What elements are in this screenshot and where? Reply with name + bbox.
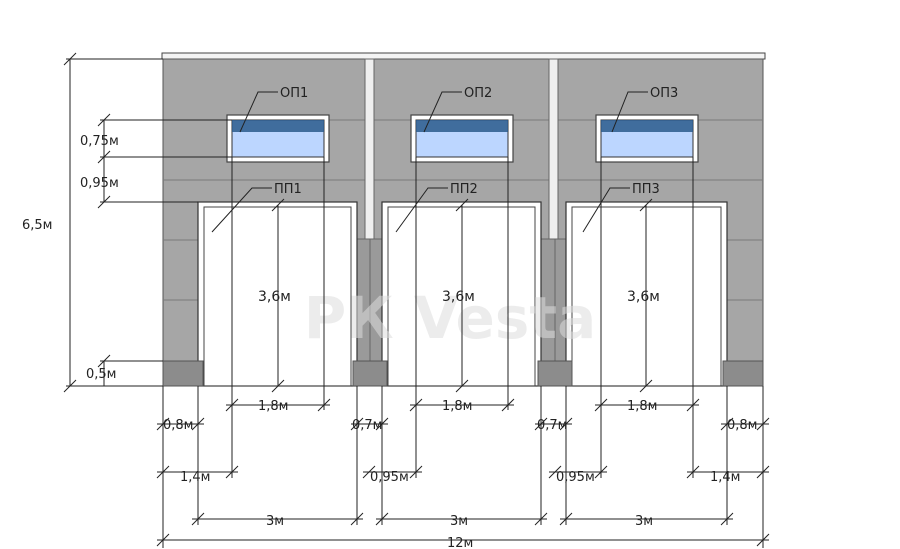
dim-side-right: 0,8м — [727, 418, 757, 433]
window-label-3: ОП3 — [650, 86, 678, 101]
window-label-1: ОП1 — [280, 86, 308, 101]
dim-total-height: 6,5м — [22, 218, 52, 233]
dim-total-width: 12м — [447, 536, 473, 549]
door-label-1: ПП1 — [274, 182, 302, 197]
door-height-3: 3,6м — [627, 289, 660, 305]
dim-window-width-2: 1,8м — [442, 399, 472, 414]
dim-window-offset-mid-2: 0,95м — [556, 470, 595, 485]
door-label-2: ПП2 — [450, 182, 478, 197]
leader-lines — [211, 91, 648, 233]
dim-window-width-3: 1,8м — [627, 399, 657, 414]
left-vertical-dims — [63, 52, 232, 393]
dim-window-offset-right: 1,4м — [710, 470, 740, 485]
door-label-3: ПП3 — [632, 182, 660, 197]
plinth — [162, 360, 764, 387]
dim-mid-2: 0,7м — [537, 418, 567, 433]
dim-door-width-2: 3м — [450, 514, 468, 529]
dim-door-width-3: 3м — [635, 514, 653, 529]
dim-window-width-1: 1,8м — [258, 399, 288, 414]
dim-window-offset-mid-1: 0,95м — [370, 470, 409, 485]
roof-edge — [161, 52, 766, 60]
dim-window-height: 0,75м — [80, 134, 119, 149]
dim-door-width-1: 3м — [266, 514, 284, 529]
windows — [226, 114, 699, 163]
door-height-dims — [271, 198, 653, 393]
dim-plinth: 0,5м — [86, 367, 116, 382]
door-height-2: 3,6м — [442, 289, 475, 305]
bottom-dims — [156, 386, 770, 548]
dim-side-left: 0,8м — [163, 418, 193, 433]
dim-mid-1: 0,7м — [352, 418, 382, 433]
dim-gap-above-door: 0,95м — [80, 176, 119, 191]
column-2 — [548, 58, 559, 240]
column-1 — [364, 58, 375, 240]
watermark: РК Vesta — [304, 284, 597, 352]
window-label-2: ОП2 — [464, 86, 492, 101]
dim-window-offset-left: 1,4м — [180, 470, 210, 485]
door-height-1: 3,6м — [258, 289, 291, 305]
window-extension-lines — [231, 157, 694, 478]
